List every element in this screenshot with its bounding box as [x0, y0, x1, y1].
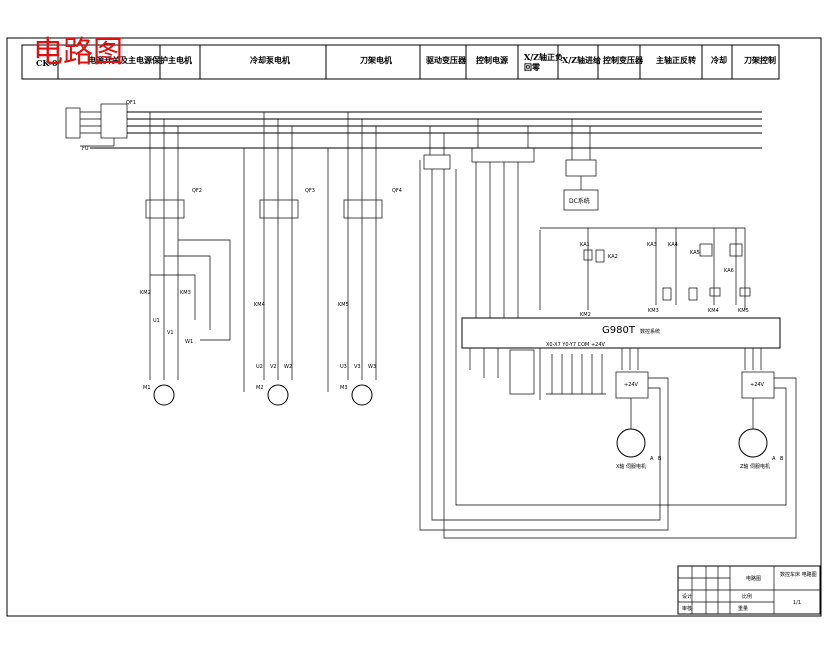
phase-u1: U1: [153, 318, 160, 324]
servo-drive-x: [615, 371, 649, 399]
watermark-title: 电路图: [33, 35, 123, 70]
drawing-number: CK-0: [36, 58, 58, 68]
header-cell-8: X/Z轴进给: [562, 55, 601, 65]
motor-m2: [267, 384, 289, 406]
servo-x: +24V X轴 伺服电机: [419, 160, 669, 531]
header-cell-11: 冷却: [711, 55, 727, 65]
fuse-label: FU: [82, 146, 89, 152]
contactor-km2: KM2: [140, 290, 151, 296]
coil-km2: KM2: [580, 312, 591, 318]
phase-u2: U2: [256, 364, 263, 370]
title-block-checked: 审核: [682, 605, 692, 612]
dc-supply-label: DC系统: [569, 197, 590, 205]
controller-box: [461, 317, 781, 349]
header-strip: CK-0 电源开关及主电源保护 主电机 冷却泵电机 刀架电机 驱动变压器 控制电…: [21, 44, 780, 80]
servo-motor-z: [738, 428, 768, 458]
title-block-drawn: 设计: [682, 593, 692, 600]
servo-motor-x-label: X轴 伺服电机: [616, 463, 646, 470]
header-cell-1: 电源开关及主电源保护: [88, 55, 168, 65]
main-switch-label: QF1: [126, 100, 136, 106]
motor-branch-2: QF3 KM4 U2 V2 W2 M2: [243, 112, 315, 406]
breaker-qf4: QF4: [392, 188, 402, 194]
header-cell-4: 刀架电机: [360, 55, 392, 65]
phase-v1: V1: [167, 330, 174, 336]
motor-m2-label: M2: [256, 385, 264, 391]
servo-x-mark-a: A: [650, 456, 654, 462]
relay-ka5: KA5: [690, 250, 700, 256]
phase-v3: V3: [354, 364, 361, 370]
motor-m3: [351, 384, 373, 406]
servo-motor-z-label: Z轴 伺服电机: [740, 463, 770, 470]
servo-z: +24V Z轴 伺服电机: [443, 169, 797, 539]
servo-drive-z-label: +24V: [750, 382, 765, 388]
contactor-km3: KM3: [180, 290, 191, 296]
header-cell-5: 驱动变压器: [426, 55, 467, 65]
motor-branch-1: QF2 KM2 KM3 U1 V1 W1 M1: [140, 112, 231, 406]
phase-v2: V2: [270, 364, 277, 370]
title-block-name: 电路图: [746, 575, 761, 582]
coil-km5: KM5: [738, 308, 749, 314]
servo-motor-x: [616, 428, 646, 458]
nc-controller: G980T 数控系统 X0-X7 Y0-Y7 COM +24V: [461, 317, 781, 400]
motor-m1-label: M1: [143, 385, 151, 391]
relay-ka1: KA1: [580, 242, 590, 248]
servo-z-mark-a: A: [772, 456, 776, 462]
title-block: 数控车床 电路图 电路图 比例 设计 审核 重量 1/1: [677, 565, 821, 615]
coil-km4: KM4: [708, 308, 719, 314]
header-cell-10: 主轴正反转: [656, 55, 696, 65]
motor-branch-3: QF4 KM5 U3 V3 W3 M3: [327, 112, 402, 406]
servo-drive-x-label: +24V: [624, 382, 639, 388]
main-busbars: [90, 111, 762, 149]
title-block-weight: 重量: [738, 605, 748, 612]
contactor-km5: KM5: [338, 302, 349, 308]
controller-label: G980T: [602, 325, 636, 336]
controller-sublabel: 数控系统: [640, 328, 660, 335]
power-input: QF1 FU: [65, 100, 136, 152]
title-block-company: 数控车床 电路图: [780, 571, 817, 578]
contactor-km4: KM4: [254, 302, 265, 308]
header-cell-12: 刀架控制: [744, 55, 776, 65]
header-cell-6: 控制电源: [476, 55, 508, 65]
relay-column: KA1 KA2 KA3 KA4 KA5 KA6 KM2 KM3 KM4 KM5: [580, 228, 751, 318]
phase-w3: W3: [368, 364, 376, 370]
motor-m1: [153, 384, 175, 406]
relay-ka3: KA3: [647, 242, 657, 248]
title-block-scale: 比例: [742, 593, 752, 600]
coil-km3: KM3: [648, 308, 659, 314]
header-cell-7: X/Z轴正负回零: [524, 52, 563, 72]
controller-io-label: X0-X7 Y0-Y7 COM +24V: [546, 342, 606, 348]
relay-ka6: KA6: [724, 268, 734, 274]
control-supply: DC系统: [423, 119, 746, 320]
phase-w1: W1: [185, 339, 193, 345]
phase-w2: W2: [284, 364, 292, 370]
title-block-sheet: 1/1: [793, 600, 801, 606]
header-cell-3: 冷却泵电机: [250, 55, 290, 65]
drawing-frame: [6, 37, 822, 617]
header-cell-2: 主电机: [168, 55, 192, 65]
breaker-qf3: QF3: [305, 188, 315, 194]
motor-m3-label: M3: [340, 385, 348, 391]
breaker-qf2: QF2: [192, 188, 202, 194]
servo-x-mark-b: B: [658, 456, 662, 462]
header-cell-9: 控制变压器: [603, 55, 644, 65]
relay-ka4: KA4: [668, 242, 678, 248]
relay-ka2: KA2: [608, 254, 618, 260]
servo-z-mark-b: B: [780, 456, 784, 462]
servo-drive-z: [741, 371, 775, 399]
phase-u3: U3: [340, 364, 347, 370]
